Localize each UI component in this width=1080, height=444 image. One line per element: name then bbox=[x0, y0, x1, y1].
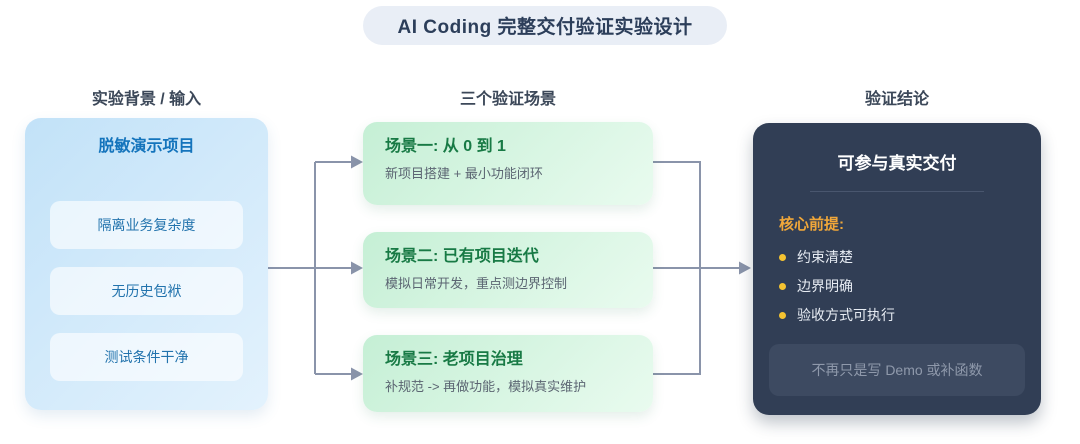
scenario-title: 场景三: 老项目治理 bbox=[385, 351, 523, 368]
input-item: 测试条件干净 bbox=[50, 333, 243, 381]
premise-item: 验收方式可执行 bbox=[779, 307, 1015, 324]
premise-item: 约束清楚 bbox=[779, 249, 1015, 266]
premise-text: 验收方式可执行 bbox=[797, 307, 895, 323]
bullet-dot-icon bbox=[779, 312, 786, 319]
input-item: 隔离业务复杂度 bbox=[50, 201, 243, 249]
input-panel: 脱敏演示项目 隔离业务复杂度 无历史包袱 测试条件干净 bbox=[25, 118, 268, 410]
premise-text: 约束清楚 bbox=[797, 249, 853, 265]
bullet-dot-icon bbox=[779, 254, 786, 261]
column-header-input: 实验背景 / 输入 bbox=[91, 91, 202, 108]
scenario-card-1: 场景一: 从 0 到 1 新项目搭建 + 最小功能闭环 bbox=[363, 122, 653, 205]
conclusion-panel: 可参与真实交付 核心前提: 约束清楚 边界明确 验收方式可执行 不再只是写 De… bbox=[753, 123, 1041, 415]
scenario-card-2: 场景二: 已有项目迭代 模拟日常开发，重点测边界控制 bbox=[363, 232, 653, 308]
scenario-desc: 模拟日常开发，重点测边界控制 bbox=[385, 276, 568, 291]
column-header-scenarios: 三个验证场景 bbox=[459, 91, 556, 108]
conclusion-title: 可参与真实交付 bbox=[837, 154, 957, 173]
input-item: 无历史包袱 bbox=[50, 267, 243, 315]
scenario-card-3: 场景三: 老项目治理 补规范 -> 再做功能，模拟真实维护 bbox=[363, 335, 653, 412]
scenario-title: 场景一: 从 0 到 1 bbox=[385, 138, 506, 155]
premise-label: 核心前提: bbox=[779, 216, 844, 233]
divider bbox=[809, 191, 985, 192]
conclusion-footer-note: 不再只是写 Demo 或补函数 bbox=[769, 344, 1025, 396]
scenario-desc: 新项目搭建 + 最小功能闭环 bbox=[385, 166, 543, 181]
bullet-dot-icon bbox=[779, 283, 786, 290]
scenario-title: 场景二: 已有项目迭代 bbox=[385, 248, 539, 265]
diagram-title: AI Coding 完整交付验证实验设计 bbox=[363, 6, 727, 45]
scenario-desc: 补规范 -> 再做功能，模拟真实维护 bbox=[385, 379, 587, 394]
input-panel-title: 脱敏演示项目 bbox=[98, 138, 195, 155]
column-header-conclusion: 验证结论 bbox=[864, 91, 929, 108]
premise-item: 边界明确 bbox=[779, 278, 1015, 295]
premise-text: 边界明确 bbox=[797, 278, 853, 294]
